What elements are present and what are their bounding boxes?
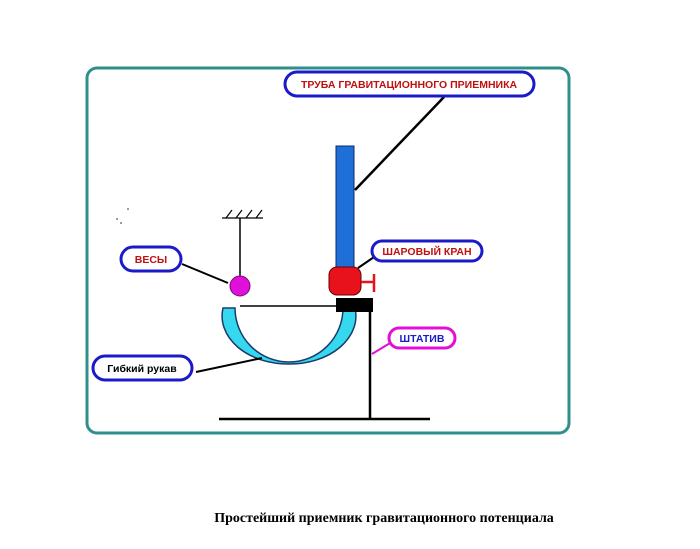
scales-label: ВЕСЫ [135, 254, 167, 266]
stand-callout-box [387, 326, 457, 350]
figure-caption: Простейший приемник гравитационного поте… [214, 511, 554, 526]
stand-clamp [336, 298, 373, 312]
stray-dots [116, 208, 129, 224]
pipe-label: ТРУБА ГРАВИТАЦИОННОГО ПРИЕМНИКА [301, 79, 518, 91]
valve-handle-icon [361, 274, 376, 292]
hose-pointer [195, 357, 263, 373]
scales-callout-box [119, 245, 183, 273]
hose-label: Гибкий рукав [107, 363, 177, 375]
pipe-callout-box [283, 70, 536, 98]
diagram-frame [85, 66, 571, 435]
scales-ball [229, 275, 251, 297]
stand-label: ШТАТИВ [400, 333, 445, 345]
valve-label: ШАРОВЫЙ КРАН [382, 245, 471, 258]
hose-callout-box [91, 354, 194, 382]
receiver-pipe [335, 145, 355, 271]
ball-valve [328, 266, 362, 296]
ceiling-hatch [222, 209, 263, 219]
pipe-pointer [354, 96, 445, 191]
scales-pointer [181, 263, 229, 284]
flexible-hose [221, 307, 357, 365]
valve-callout-box [370, 239, 484, 263]
